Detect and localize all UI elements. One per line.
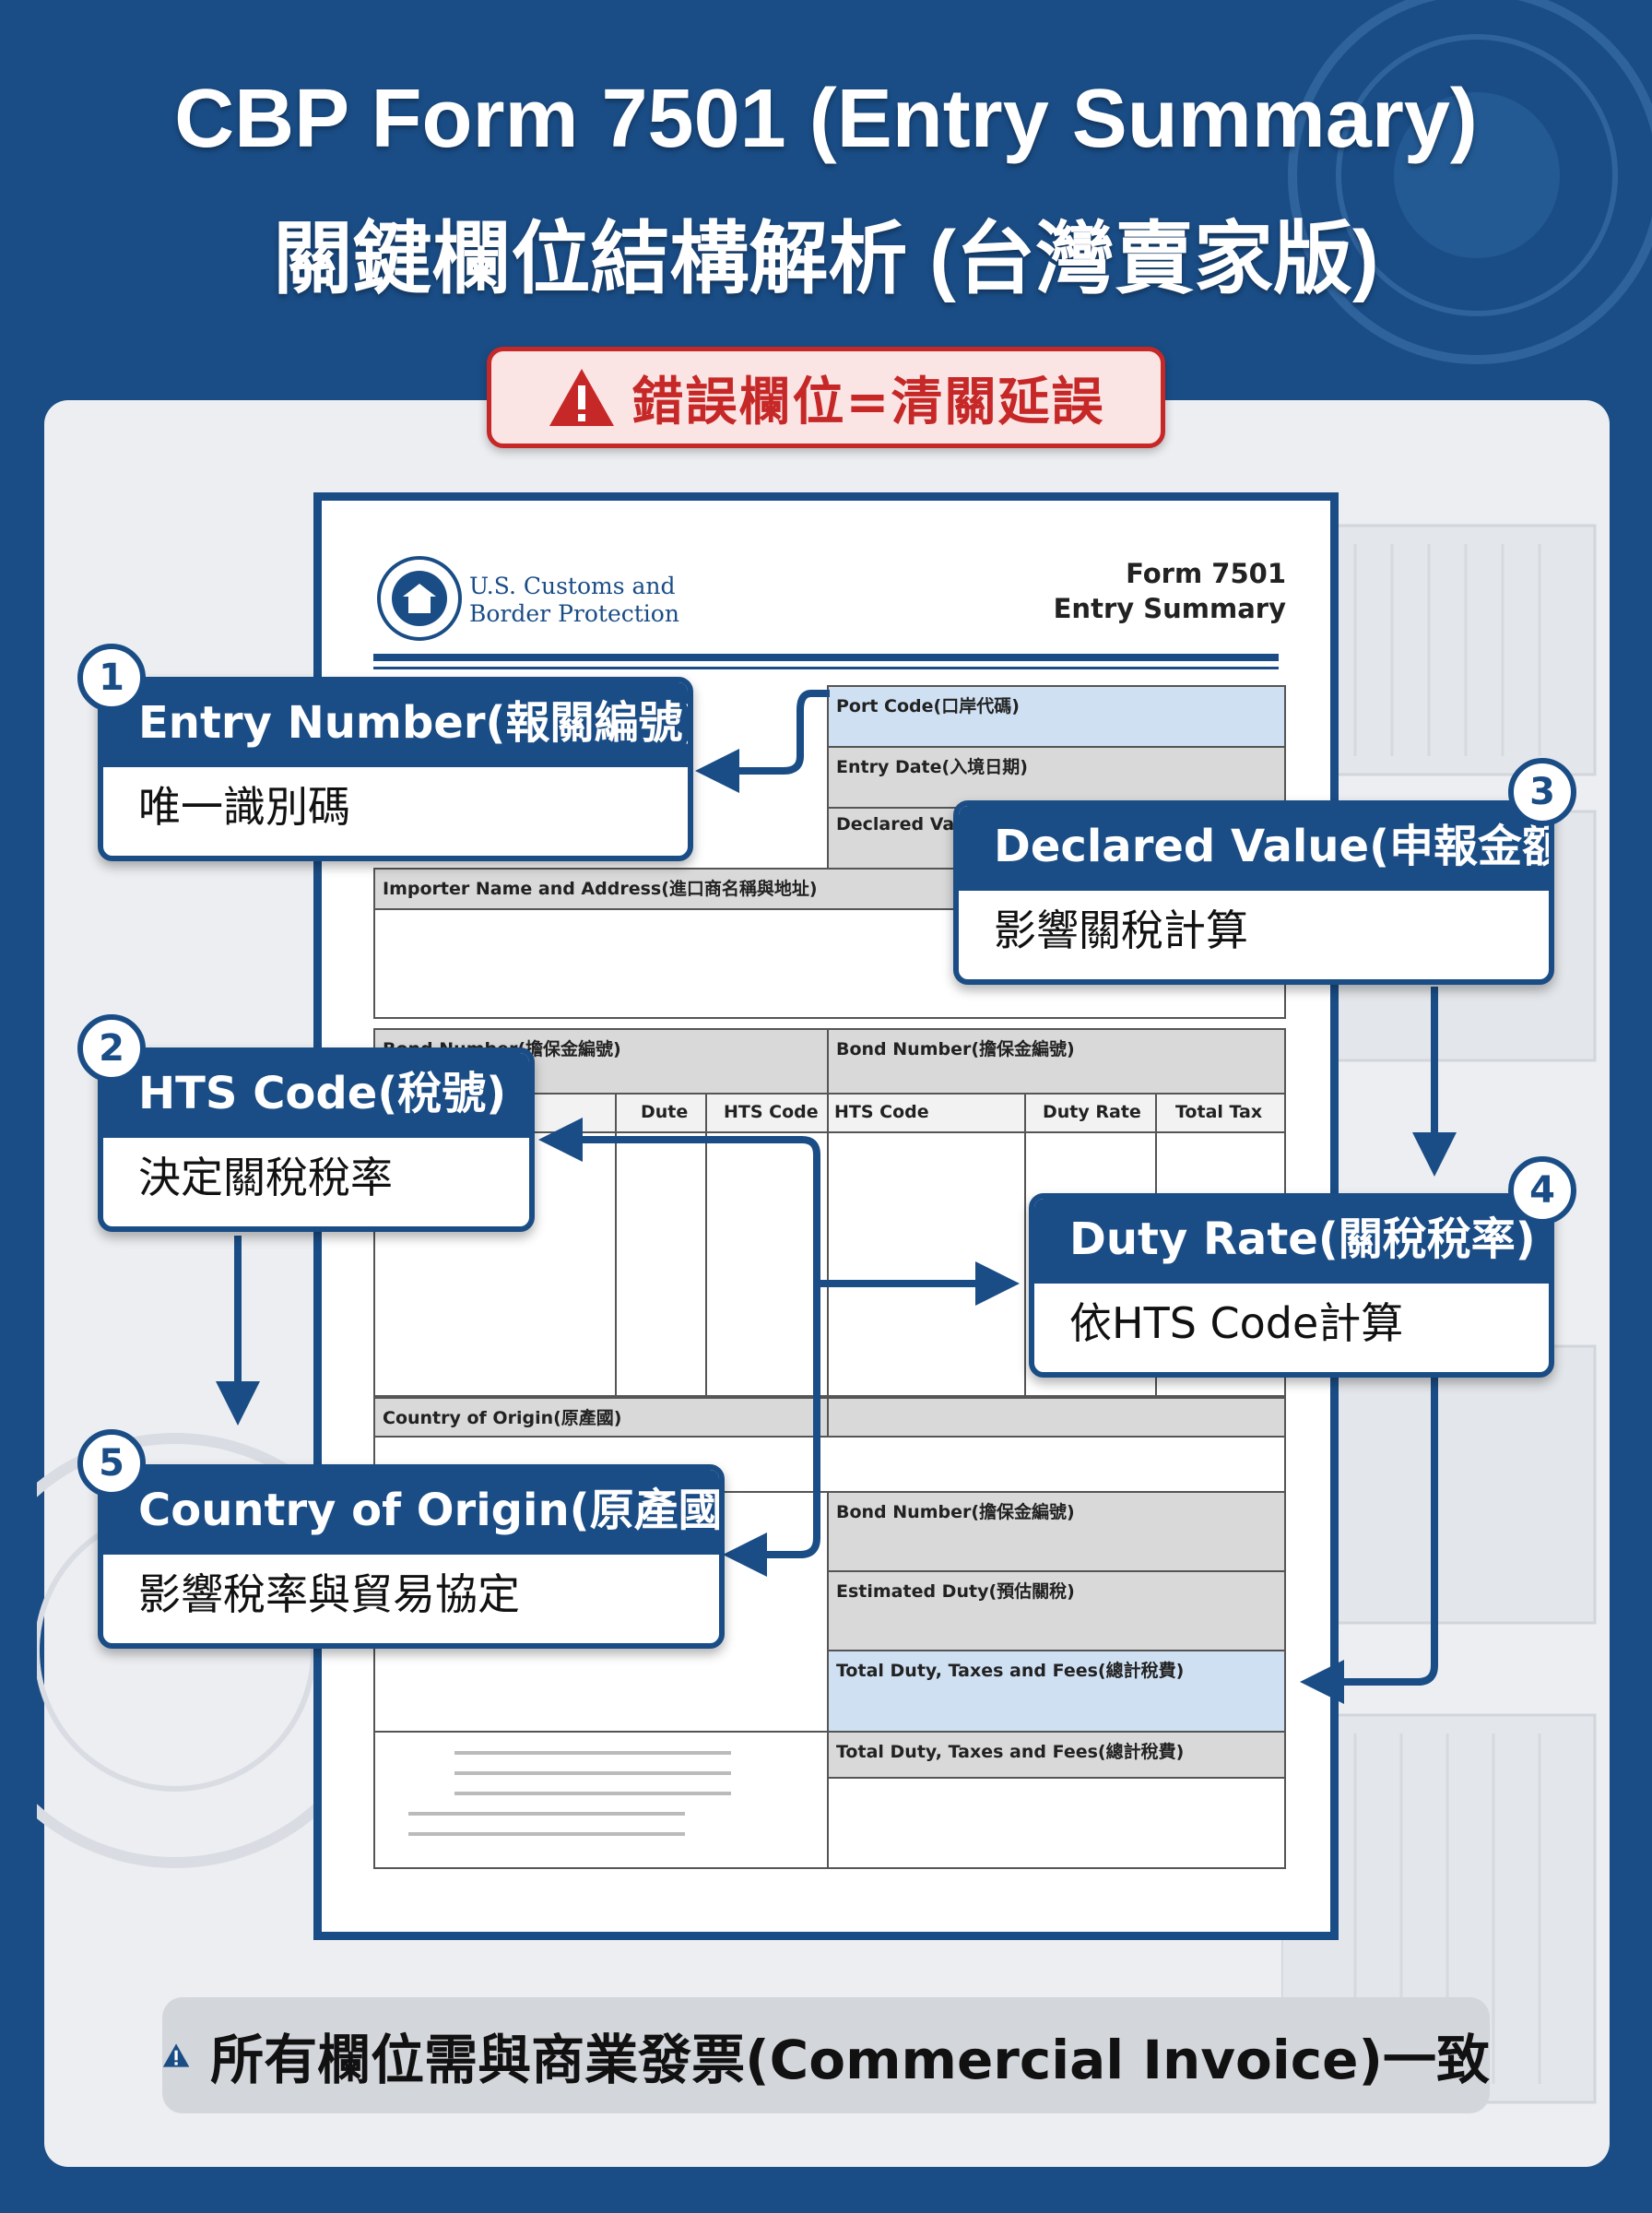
entry-date-cell: Entry Date(入境日期) xyxy=(827,746,1286,809)
callout-desc: 依HTS Code計算 xyxy=(1069,1298,1404,1348)
agency-name: U.S. Customs and Border Protection xyxy=(469,573,679,627)
country-of-origin-cell: Country of Origin(原產國) xyxy=(373,1397,829,1438)
callout-desc: 影響稅率與貿易協定 xyxy=(138,1569,520,1619)
col-date-header: Dute xyxy=(641,1102,689,1122)
form-title: Form 7501 Entry Summary xyxy=(1053,558,1286,624)
header-rule-thin xyxy=(373,667,1279,669)
callout-number-1: 1 xyxy=(77,644,146,712)
callout-desc: 影響關稅計算 xyxy=(994,905,1248,955)
callout-number-4: 4 xyxy=(1508,1156,1576,1225)
arrow-hts-link-left xyxy=(538,1118,820,1284)
page-subtitle: 關鍵欄位結構解析 (台灣賣家版) xyxy=(273,215,1379,303)
callout-number-3: 3 xyxy=(1508,758,1576,826)
callout-hts-code: HTS Code(稅號) 決定關稅稅率 xyxy=(98,1047,535,1232)
footer-text: 所有欄位需與商業發票(Commercial Invoice)一致 xyxy=(210,2029,1490,2091)
callout-desc: 決定關稅稅率 xyxy=(138,1153,393,1202)
arrow-duty-to-total xyxy=(1300,1374,1438,1704)
total-duty-final-cell: Total Duty, Taxes and Fees(總計稅費) xyxy=(827,1731,1286,1779)
footer-note: 所有欄位需與商業發票(Commercial Invoice)一致 xyxy=(162,1997,1490,2113)
bond-number-right-cell: Bond Number(擔保金編號) xyxy=(827,1028,1286,1095)
callout-number-2: 2 xyxy=(77,1014,146,1083)
callout-number-5: 5 xyxy=(77,1429,146,1497)
port-code-cell: Port Code(口岸代碼) xyxy=(827,685,1286,748)
warning-triangle-icon xyxy=(162,2043,190,2067)
col-total-tax-header: Total Tax xyxy=(1175,1102,1263,1122)
signature-block xyxy=(373,1731,829,1869)
warning-banner: 錯誤欄位=清關延誤 xyxy=(487,347,1165,448)
estimated-duty-cell: Estimated Duty(預估關稅) xyxy=(827,1570,1286,1651)
arrow-port-to-entry xyxy=(695,690,830,793)
callout-declared-value: Declared Value(申報金額) 影響關稅計算 xyxy=(953,800,1554,985)
col-hts-left-header: HTS Code xyxy=(724,1102,819,1122)
total-duty-final-value xyxy=(827,1777,1286,1869)
callout-title: Country of Origin(原產國) xyxy=(103,1470,719,1555)
callout-entry-number: Entry Number(報關編號) 唯一識別碼 xyxy=(98,677,693,861)
col-duty-rate-header: Duty Rate xyxy=(1043,1102,1141,1122)
header-rule xyxy=(373,654,1279,661)
cbp-seal-icon xyxy=(377,556,462,641)
callout-title: Duty Rate(關稅稅率) xyxy=(1034,1199,1549,1284)
callout-duty-rate: Duty Rate(關稅稅率) 依HTS Code計算 xyxy=(1029,1193,1554,1378)
warning-text: 錯誤欄位=清關延誤 xyxy=(631,372,1105,432)
callout-desc: 唯一識別碼 xyxy=(138,782,350,832)
callout-title: Entry Number(報關編號) xyxy=(103,682,688,767)
dhs-seal-watermark xyxy=(1288,0,1652,364)
callout-title: HTS Code(稅號) xyxy=(103,1053,529,1138)
total-duty-highlight-cell: Total Duty, Taxes and Fees(總計稅費) xyxy=(827,1650,1286,1733)
callout-country-of-origin: Country of Origin(原產國) 影響稅率與貿易協定 xyxy=(98,1464,725,1649)
col-hts-right-header: HTS Code xyxy=(834,1102,929,1122)
page-title: CBP Form 7501 (Entry Summary) xyxy=(174,73,1478,165)
arrow-hts-link-down xyxy=(723,1284,820,1577)
warning-triangle-icon xyxy=(549,369,614,426)
callout-title: Declared Value(申報金額) xyxy=(959,806,1549,891)
